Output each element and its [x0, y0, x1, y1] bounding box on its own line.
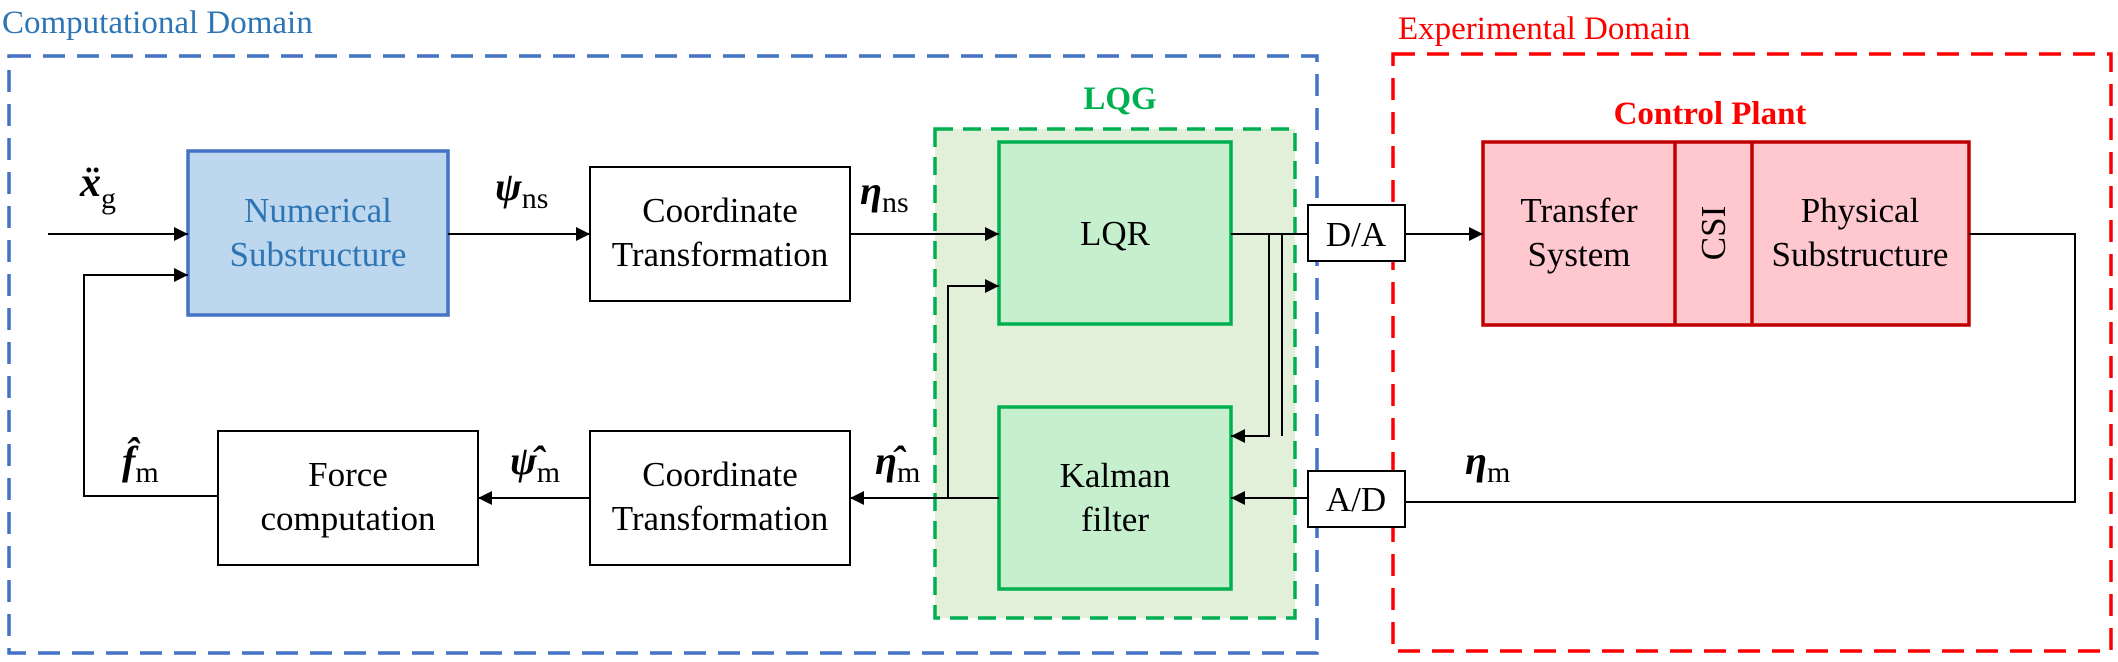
kalman-filter-block: Kalman filter — [997, 405, 1233, 591]
force-computation-line2: computation — [261, 499, 436, 538]
arrow-feedback-f — [83, 268, 218, 497]
computational-domain-border — [7, 54, 1319, 655]
ad-label: A/D — [1326, 480, 1386, 519]
arrow-lqr-kalman-1 — [1231, 234, 1270, 443]
connections — [48, 227, 2076, 505]
kalman-filter-line1: Kalman — [1060, 456, 1171, 495]
lqr-block: LQR — [997, 140, 1233, 326]
coordinate-transformation-bottom-block: Coordinate Transformation — [589, 430, 851, 566]
coordinate-transformation-bottom-line1: Coordinate — [642, 455, 798, 494]
da-converter-block: D/A — [1307, 204, 1406, 262]
coordinate-transformation-top-line1: Coordinate — [642, 191, 798, 230]
coordinate-transformation-bottom-line2: Transformation — [612, 499, 828, 538]
signal-eta-ns: ηns — [860, 168, 909, 219]
signal-eta-m: ηm — [1465, 438, 1510, 489]
csi-label: CSI — [1694, 206, 1733, 260]
force-computation-line1: Force — [308, 455, 388, 494]
kalman-filter-line2: filter — [1081, 500, 1149, 539]
transfer-system-line2: System — [1527, 235, 1630, 274]
signal-psi-ns: ψns — [495, 164, 548, 215]
signal-xg: ẍg — [79, 160, 116, 215]
control-plant-title: Control Plant — [1614, 96, 1807, 132]
lqg-title: LQG — [1083, 81, 1156, 117]
signal-f-m-hat: f̂m — [122, 436, 159, 489]
numerical-substructure-line2: Substructure — [230, 235, 407, 274]
experimental-domain-border — [1391, 52, 2113, 653]
experimental-domain-label: Experimental Domain — [1398, 11, 1690, 47]
coordinate-transformation-top-block: Coordinate Transformation — [589, 166, 851, 302]
ad-converter-block: A/D — [1307, 470, 1406, 528]
numerical-substructure-block: Numerical Substructure — [186, 149, 450, 317]
control-plant-block: Transfer System Physical Substructure CS… — [1481, 140, 1971, 327]
signal-psi-m-hat: ψ̂m — [510, 438, 560, 489]
arrow-kalman-lqr — [947, 279, 999, 498]
signal-eta-m-hat: η̂m — [875, 438, 920, 489]
numerical-substructure-line1: Numerical — [244, 191, 392, 230]
physical-substructure-line1: Physical — [1801, 191, 1920, 230]
transfer-system-line1: Transfer — [1520, 191, 1638, 230]
computational-domain-label: Computational Domain — [2, 5, 313, 41]
physical-substructure-line2: Substructure — [1772, 235, 1949, 274]
line-plant-ad — [1405, 233, 2076, 503]
da-label: D/A — [1326, 215, 1387, 254]
coordinate-transformation-top-line2: Transformation — [612, 235, 828, 274]
force-computation-block: Force computation — [217, 430, 479, 566]
lqr-label: LQR — [1080, 214, 1151, 253]
